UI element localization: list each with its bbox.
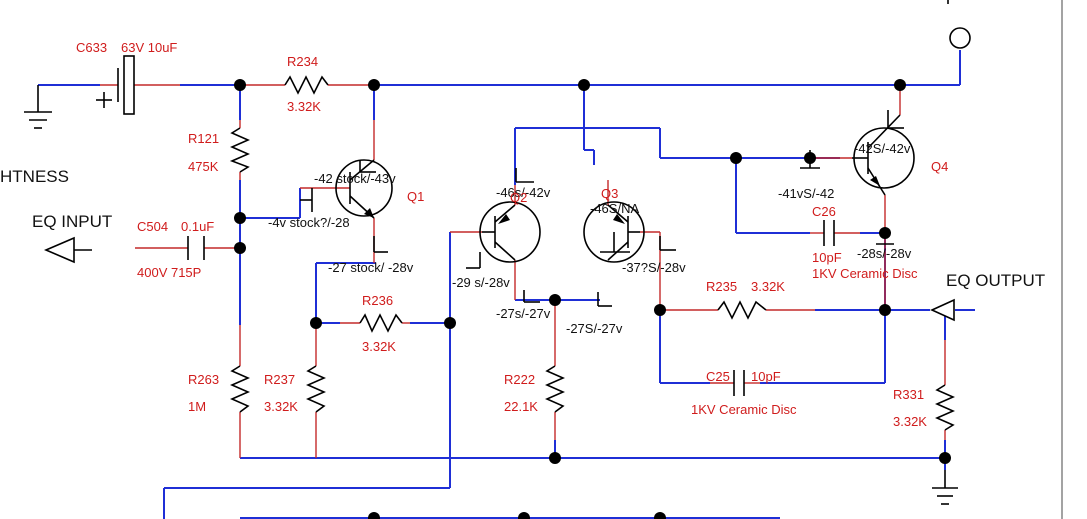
- labels: C633 63V 10uF R234 3.32K R121 475K HTNES…: [0, 40, 1045, 429]
- label-r237-value: 3.32K: [264, 399, 298, 414]
- label-q3-bottom-voltage: -27S/-27v: [566, 321, 623, 336]
- label-q1: Q1: [407, 189, 424, 204]
- eq-output-arrow: [930, 298, 955, 322]
- label-c504: C504: [137, 219, 168, 234]
- output-terminal: [947, 0, 971, 49]
- label-r263: R263: [188, 372, 219, 387]
- label-q4-base-voltage: -41vS/-42: [778, 186, 834, 201]
- component-leads: [100, 84, 946, 458]
- label-c633-value: 63V 10uF: [121, 40, 177, 55]
- resistor-r236: [359, 313, 403, 333]
- label-r263-value: 1M: [188, 399, 206, 414]
- label-q2: Q2: [510, 190, 527, 205]
- label-q4-collector-voltage: -28s/-28v: [857, 246, 912, 261]
- label-c26-rating: 1KV Ceramic Disc: [812, 266, 918, 281]
- resistor-r331: [935, 384, 955, 431]
- capacitor-c25: [733, 370, 745, 396]
- ground-symbol-left: [24, 85, 52, 129]
- label-c504-value: 0.1uF: [181, 219, 214, 234]
- label-r236-value: 3.32K: [362, 339, 396, 354]
- label-q4: Q4: [931, 159, 948, 174]
- label-q1-emitter-voltage: -42 stock/-43v: [314, 171, 396, 186]
- label-c25-value: 10pF: [751, 369, 781, 384]
- label-r222: R222: [504, 372, 535, 387]
- label-q3: Q3: [601, 186, 618, 201]
- label-eq-input: EQ INPUT: [32, 212, 112, 231]
- label-r236: R236: [362, 293, 393, 308]
- resistor-r263: [230, 365, 250, 413]
- label-c25: C25: [706, 369, 730, 384]
- label-c25-rating: 1KV Ceramic Disc: [691, 402, 797, 417]
- label-r222-value: 22.1K: [504, 399, 538, 414]
- label-c26: C26: [812, 204, 836, 219]
- capacitor-c26: [823, 220, 835, 246]
- label-q3-right-voltage: -37?S/-28v: [622, 260, 686, 275]
- label-brightness: HTNESS: [0, 167, 69, 186]
- resistor-r121: [229, 127, 250, 173]
- resistor-r234: [284, 75, 329, 95]
- label-r121-value: 475K: [188, 159, 219, 174]
- label-r234-value: 3.32K: [287, 99, 321, 114]
- junction-dots: [234, 79, 951, 519]
- label-c504-rating: 400V 715P: [137, 265, 201, 280]
- label-q1-base-voltage: -4v stock?/-28: [268, 215, 350, 230]
- label-q2-left-voltage: -29 s/-28v: [452, 275, 510, 290]
- transistor-q1: [335, 159, 393, 219]
- eq-input-arrow: [43, 236, 92, 264]
- transistor-q3: [583, 201, 645, 263]
- label-c26-value: 10pF: [812, 250, 842, 265]
- label-q2-bottom-voltage: -27s/-27v: [496, 306, 551, 321]
- label-r235: R235: [706, 279, 737, 294]
- label-r331: R331: [893, 387, 924, 402]
- transistor-q4: [852, 114, 915, 196]
- ground-symbol-right: [932, 470, 958, 505]
- label-r237: R237: [264, 372, 295, 387]
- label-r235-value: 3.32K: [751, 279, 785, 294]
- label-q2-top-voltage: -46s/-42v: [496, 185, 551, 200]
- label-r121: R121: [188, 131, 219, 146]
- capacitor-c633: [96, 55, 135, 115]
- resistor-r222: [545, 365, 565, 413]
- capacitor-c504: [187, 236, 205, 260]
- resistor-r237: [306, 365, 326, 413]
- label-q1-collector-voltage: -27 stock/ -28v: [328, 260, 414, 275]
- label-r331-value: 3.32K: [893, 414, 927, 429]
- label-q4-emitter-voltage: -42S/-42v: [854, 141, 911, 156]
- label-c633: C633: [76, 40, 107, 55]
- probe-markers: [300, 110, 904, 307]
- label-r234: R234: [287, 54, 318, 69]
- resistor-r235: [717, 300, 767, 320]
- label-q3-top-voltage: -46S/NA: [590, 201, 639, 216]
- transistor-q2: [479, 201, 541, 263]
- label-eq-output: EQ OUTPUT: [946, 271, 1045, 290]
